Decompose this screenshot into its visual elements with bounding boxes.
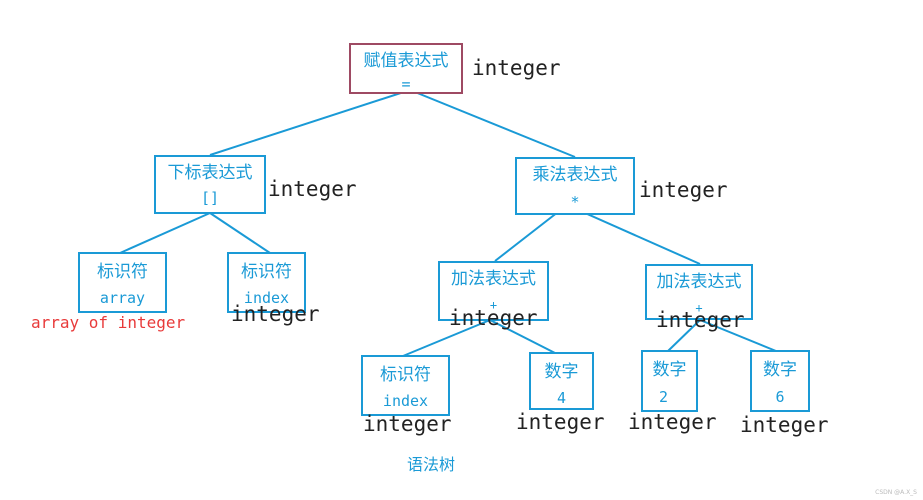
type-label-index-expr: integer (268, 177, 357, 201)
type-label-root: integer (472, 56, 561, 80)
node-label: 加法表达式 (451, 269, 536, 289)
node-label: 赋值表达式 (363, 51, 449, 71)
type-label-mul-expr: integer (639, 178, 728, 202)
type-label-index-id-2: integer (363, 412, 452, 436)
node-index-expression: 下标表达式 [] (154, 155, 266, 214)
edge-root-index (209, 89, 411, 156)
node-add-expression-right: 加法表达式 + (645, 264, 753, 320)
node-operator: * (570, 193, 580, 211)
node-label: 标识符 (97, 262, 148, 282)
node-operator: + (695, 301, 703, 315)
node-value: array (99, 289, 146, 307)
edge-add2-num6 (699, 319, 777, 352)
node-number-6: 数字 6 (750, 350, 810, 412)
node-value: 6 (775, 388, 785, 406)
watermark: CSDN @A.X_S (875, 489, 917, 496)
type-label-index-id: integer (231, 302, 320, 326)
type-label-number-2: integer (628, 410, 717, 434)
node-assignment-expression: 赋值表达式 = (349, 43, 463, 94)
node-operator: = (401, 75, 411, 93)
node-operator: [] (200, 189, 220, 207)
node-label: 数字 (763, 360, 797, 380)
node-identifier-index-2: 标识符 index (361, 355, 450, 416)
edge-add1-num4 (489, 319, 556, 354)
type-label-add-left: integer (449, 306, 538, 330)
edge-add2-num2 (667, 319, 701, 352)
node-label: 乘法表达式 (532, 165, 618, 185)
node-value: index (243, 289, 290, 307)
node-add-expression-left: 加法表达式 + (438, 261, 549, 321)
node-multiply-expression: 乘法表达式 * (515, 157, 635, 215)
node-label: 标识符 (380, 365, 431, 385)
node-label: 标识符 (241, 262, 292, 282)
edge-index-id1 (119, 212, 211, 254)
type-label-number-6: integer (740, 413, 829, 437)
node-number-4: 数字 4 (529, 352, 594, 410)
node-label: 下标表达式 (167, 163, 253, 183)
type-label-add-right: integer (656, 308, 745, 332)
node-value: index (382, 392, 429, 410)
node-number-2: 数字 2 (641, 350, 698, 412)
edge-index-id2 (209, 212, 271, 254)
node-operator: + (489, 298, 498, 312)
node-identifier-array: 标识符 array (78, 252, 167, 313)
type-label-array: array of integer (31, 313, 186, 332)
edge-add1-id3 (402, 319, 491, 357)
node-identifier-index: 标识符 index (227, 252, 306, 313)
diagram-caption: 语法树 (407, 455, 456, 474)
type-label-number-4: integer (516, 410, 605, 434)
node-label: 数字 (652, 360, 687, 380)
node-value: 4 (556, 389, 567, 407)
node-value: 2 (659, 388, 669, 406)
edge-root-mul (409, 89, 576, 158)
node-label: 数字 (544, 362, 579, 382)
node-label: 加法表达式 (656, 272, 742, 292)
